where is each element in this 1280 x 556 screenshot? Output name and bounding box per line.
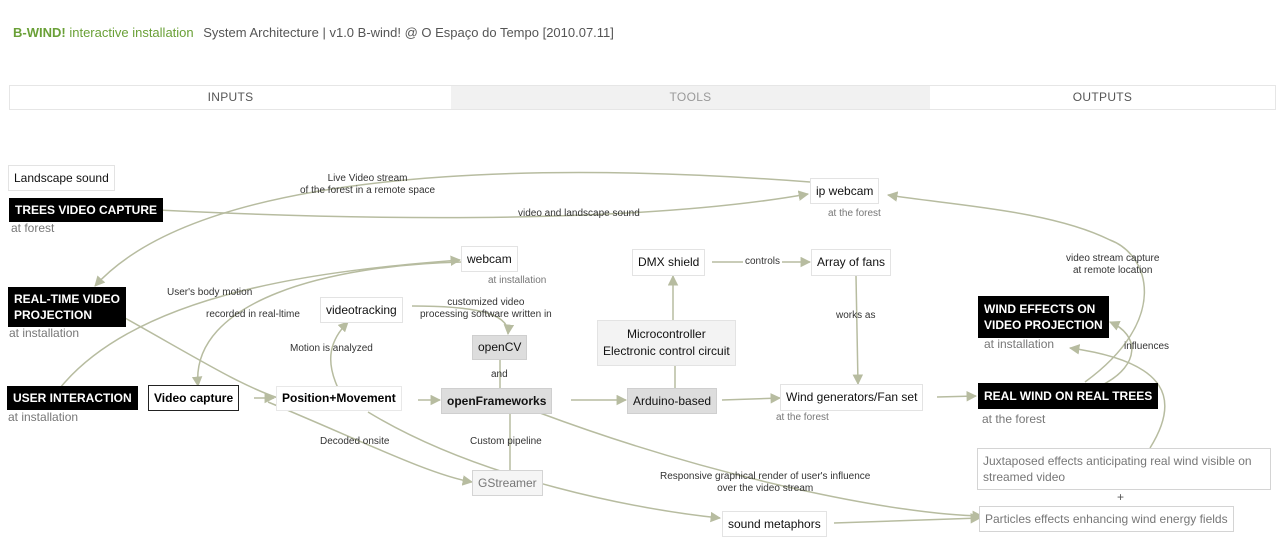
edge-ipwebcam-to-projection (94, 171, 811, 287)
edge-label-stream-capture: video stream capture at remote location (1066, 253, 1159, 277)
node-videotracking: videotracking (320, 297, 403, 323)
edge-label-motion-analyzed: Motion is analyzed (290, 343, 373, 354)
edge-projection-to-position (124, 317, 279, 399)
node-realtime-projection-location: at installation (9, 326, 80, 340)
node-user-interaction-location: at installation (8, 410, 79, 424)
edge-realwind-to-ipwebcam (886, 191, 1146, 383)
edge-realwind-to-windeffects (1103, 320, 1133, 385)
edge-position-to-sound (367, 411, 722, 523)
brand-subtitle: interactive installation (69, 25, 194, 40)
node-video-capture: Video capture (148, 385, 240, 411)
edge-webcam-to-videocapture (191, 261, 463, 388)
node-sound-metaphors: sound metaphors (722, 511, 827, 537)
node-particles-effects: Particles effects enhancing wind energy … (979, 506, 1234, 532)
edge-label-works-as: works as (836, 310, 876, 321)
edge-fans-to-windgen (852, 275, 864, 386)
edge-juxtaposed-to-windeffects (1068, 344, 1166, 449)
column-inputs: INPUTS (10, 86, 451, 109)
node-ip-webcam: ip webcam (810, 178, 880, 204)
edge-label-line: Responsive graphical render of user's in… (660, 471, 871, 482)
node-ip-webcam-location: at the forest (828, 208, 881, 219)
edge-label-line: of the forest in a remote space (300, 185, 436, 196)
node-line: PROJECTION (14, 308, 93, 322)
node-webcam: webcam (461, 246, 518, 272)
node-wind-generators-location: at the forest (776, 412, 829, 423)
node-wind-effects: WIND EFFECTS ON VIDEO PROJECTION (978, 296, 1109, 338)
node-line: VIDEO PROJECTION (984, 318, 1103, 332)
node-trees-video-capture-location: at forest (11, 221, 55, 235)
edge-label-influences: influences (1124, 341, 1170, 352)
node-juxtaposed-effects: Juxtaposed effects anticipating real win… (977, 448, 1271, 490)
edge-label-line: Live Video stream (327, 173, 408, 184)
page-meta: System Architecture | v1.0 B-wind! @ O E… (203, 25, 614, 40)
node-gstreamer: GStreamer (472, 470, 543, 496)
column-outputs: OUTPUTS (930, 86, 1275, 109)
node-microcontroller: Microcontroller Electronic control circu… (597, 320, 736, 366)
edge-label-line: processing software written in (420, 309, 552, 320)
node-line: WIND EFFECTS ON (984, 302, 1096, 316)
node-wind-generators: Wind generators/Fan set (780, 384, 924, 411)
node-webcam-location: at installation (488, 275, 547, 286)
edge-label-responsive: Responsive graphical render of user's in… (660, 471, 870, 495)
edge-label-customized: customized video processing software wri… (420, 297, 552, 321)
edge-label-line: customized video (447, 297, 525, 308)
edge-videotracking-to-opencv (411, 305, 515, 336)
node-real-wind: REAL WIND ON REAL TREES (978, 383, 1159, 409)
node-user-interaction: USER INTERACTION (7, 386, 138, 410)
node-dmx-shield: DMX shield (632, 249, 706, 276)
node-wind-effects-location: at installation (984, 337, 1055, 351)
node-opencv: openCV (472, 335, 528, 360)
edge-windgen-to-realwind (936, 390, 978, 402)
edge-arduino-to-windgen (721, 393, 782, 404)
edge-label-controls: controls (743, 256, 783, 268)
edge-label-and: and (491, 369, 508, 380)
node-line: Microcontroller (627, 327, 706, 341)
edge-label-video-landscape: video and landscape sound (518, 208, 640, 219)
edge-position-to-gstreamer (267, 401, 474, 486)
node-realtime-projection: REAL-TIME VIDEO PROJECTION (8, 287, 127, 327)
edge-position-to-videotracking (330, 321, 349, 389)
node-openframeworks: openFrameworks (441, 388, 553, 414)
edge-label-line: over the video stream (717, 483, 814, 494)
node-landscape-sound: Landscape sound (8, 165, 115, 191)
plus-sign: + (1117, 490, 1125, 504)
node-position-movement: Position+Movement (276, 386, 402, 411)
edge-label-line: video stream capture (1066, 253, 1160, 264)
edge-trees-to-ipwebcam (157, 190, 810, 219)
edge-label-live-stream: Live Video stream of the forest in a rem… (300, 173, 435, 197)
edge-sound-to-particles (833, 513, 982, 524)
node-arduino: Arduino-based (627, 388, 718, 414)
brand-title: B-WIND! (13, 25, 66, 40)
edge-of-to-particles (539, 412, 984, 522)
node-array-of-fans: Array of fans (811, 249, 892, 276)
node-line: Electronic control circuit (603, 344, 730, 358)
edge-label-custom-pipeline: Custom pipeline (470, 436, 542, 447)
node-line: REAL-TIME VIDEO (14, 292, 121, 306)
page-header: B-WIND! interactive installation System … (13, 25, 614, 40)
edge-label-line: at remote location (1072, 265, 1153, 276)
edge-label-user-body-motion: User's body motion (167, 287, 253, 298)
node-trees-video-capture: TREES VIDEO CAPTURE (9, 198, 164, 222)
column-tools: TOOLS (451, 86, 930, 109)
column-bar: INPUTS TOOLS OUTPUTS (9, 85, 1276, 110)
edge-label-decoded-onsite: Decoded onsite (320, 436, 390, 447)
node-real-wind-location: at the forest (982, 412, 1046, 426)
edge-label-recorded: recorded in real-ltime (206, 309, 300, 320)
